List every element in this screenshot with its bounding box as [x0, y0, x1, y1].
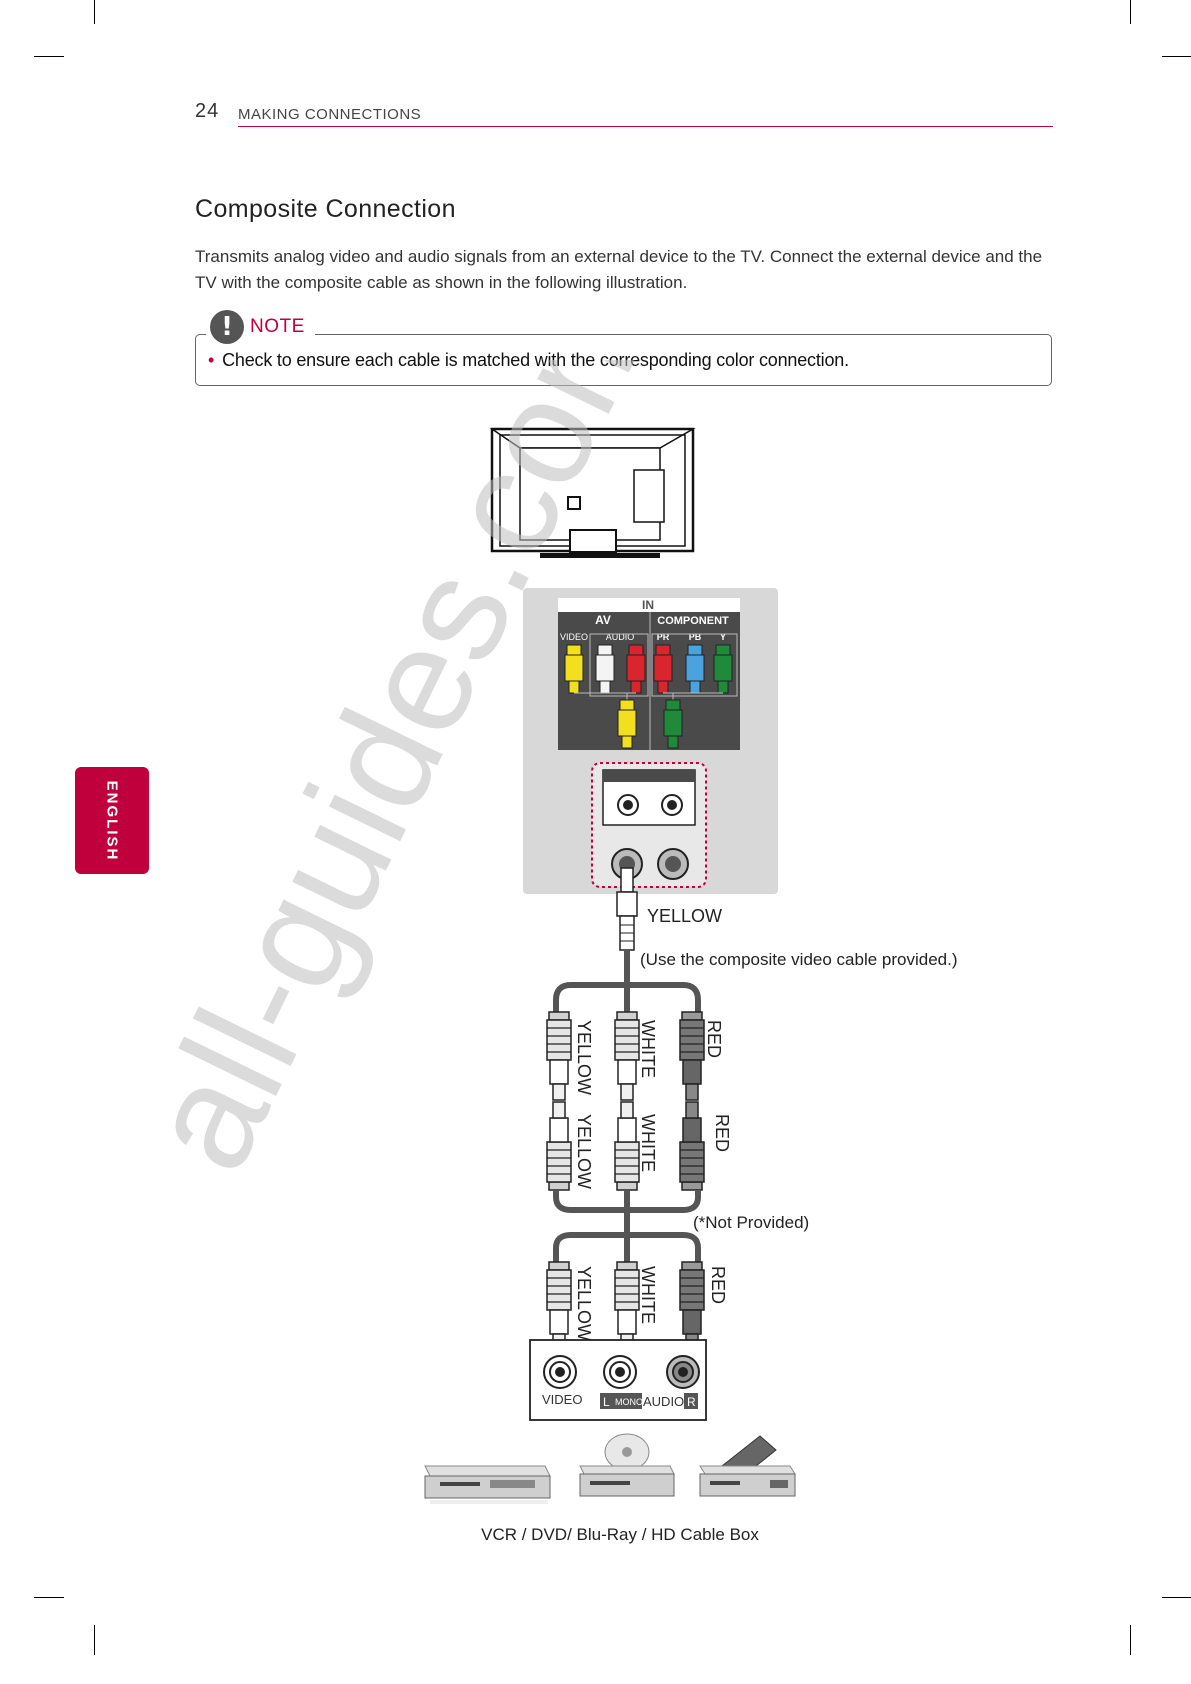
section-title: MAKING CONNECTIONS [238, 106, 422, 123]
crop-mark [94, 1625, 95, 1655]
port-audio-l-label: L [603, 1395, 610, 1409]
panel-y-label: Y [720, 632, 726, 642]
panel-audio-label: AUDIO [606, 632, 635, 642]
vcr-illustration [424, 1465, 551, 1504]
upper-label-yellow: YELLOW [574, 1020, 594, 1095]
language-tab: ENGLISH [75, 767, 149, 874]
lower-label-red: RED [712, 1114, 732, 1152]
note-text-content: Check to ensure each cable is matched wi… [222, 350, 849, 370]
cable-color-label: YELLOW [647, 906, 722, 926]
port-video-label: VIDEO [542, 1392, 582, 1407]
panel-pr-label: PR [657, 632, 670, 642]
tv-rear-illustration [489, 427, 696, 558]
upper-label-red: RED [704, 1020, 724, 1058]
note-header: ! NOTE [206, 310, 315, 344]
intro-paragraph: Transmits analog video and audio signals… [195, 247, 1043, 292]
crop-mark [1162, 1597, 1191, 1598]
crop-mark [1130, 1625, 1131, 1655]
crop-mark [34, 56, 64, 57]
bottom-label-white: WHITE [638, 1266, 658, 1324]
page-number: 24 [195, 100, 220, 122]
panel-component-label: COMPONENT [657, 615, 729, 627]
lower-label-white: WHITE [638, 1114, 658, 1172]
upper-label-white: WHITE [638, 1020, 658, 1078]
cable-note: (Use the composite video cable provided.… [640, 950, 958, 969]
lower-label-yellow: YELLOW [574, 1114, 594, 1189]
note-box [195, 334, 1052, 386]
panel-av-label: AV [595, 613, 611, 627]
port-audio-label: AUDIO [643, 1394, 684, 1409]
bullet-icon: • [208, 350, 215, 370]
crop-mark [94, 0, 95, 24]
cable-box-illustration [699, 1435, 796, 1497]
port-mono-label: MONO [615, 1397, 643, 1407]
port-audio-r-label: R [687, 1395, 696, 1409]
exclamation-icon: ! [210, 310, 244, 344]
dvd-player-illustration [579, 1433, 675, 1497]
not-provided-note: (*Not Provided) [693, 1213, 809, 1232]
header-divider [238, 126, 1053, 127]
note-text: • Check to ensure each cable is matched w… [208, 350, 849, 371]
panel-video-label: VIDEO [560, 632, 588, 642]
bottom-label-red: RED [708, 1266, 728, 1304]
crop-mark [1162, 56, 1191, 57]
bottom-label-yellow: YELLOW [574, 1266, 594, 1341]
crop-mark [1130, 0, 1131, 24]
panel-pb-label: PB [689, 632, 702, 642]
page-title: Composite Connection [195, 195, 456, 223]
note-label: NOTE [250, 316, 305, 337]
devices-caption: VCR / DVD/ Blu-Ray / HD Cable Box [481, 1525, 759, 1544]
crop-mark [34, 1597, 64, 1598]
panel-in-label: IN [642, 598, 654, 612]
